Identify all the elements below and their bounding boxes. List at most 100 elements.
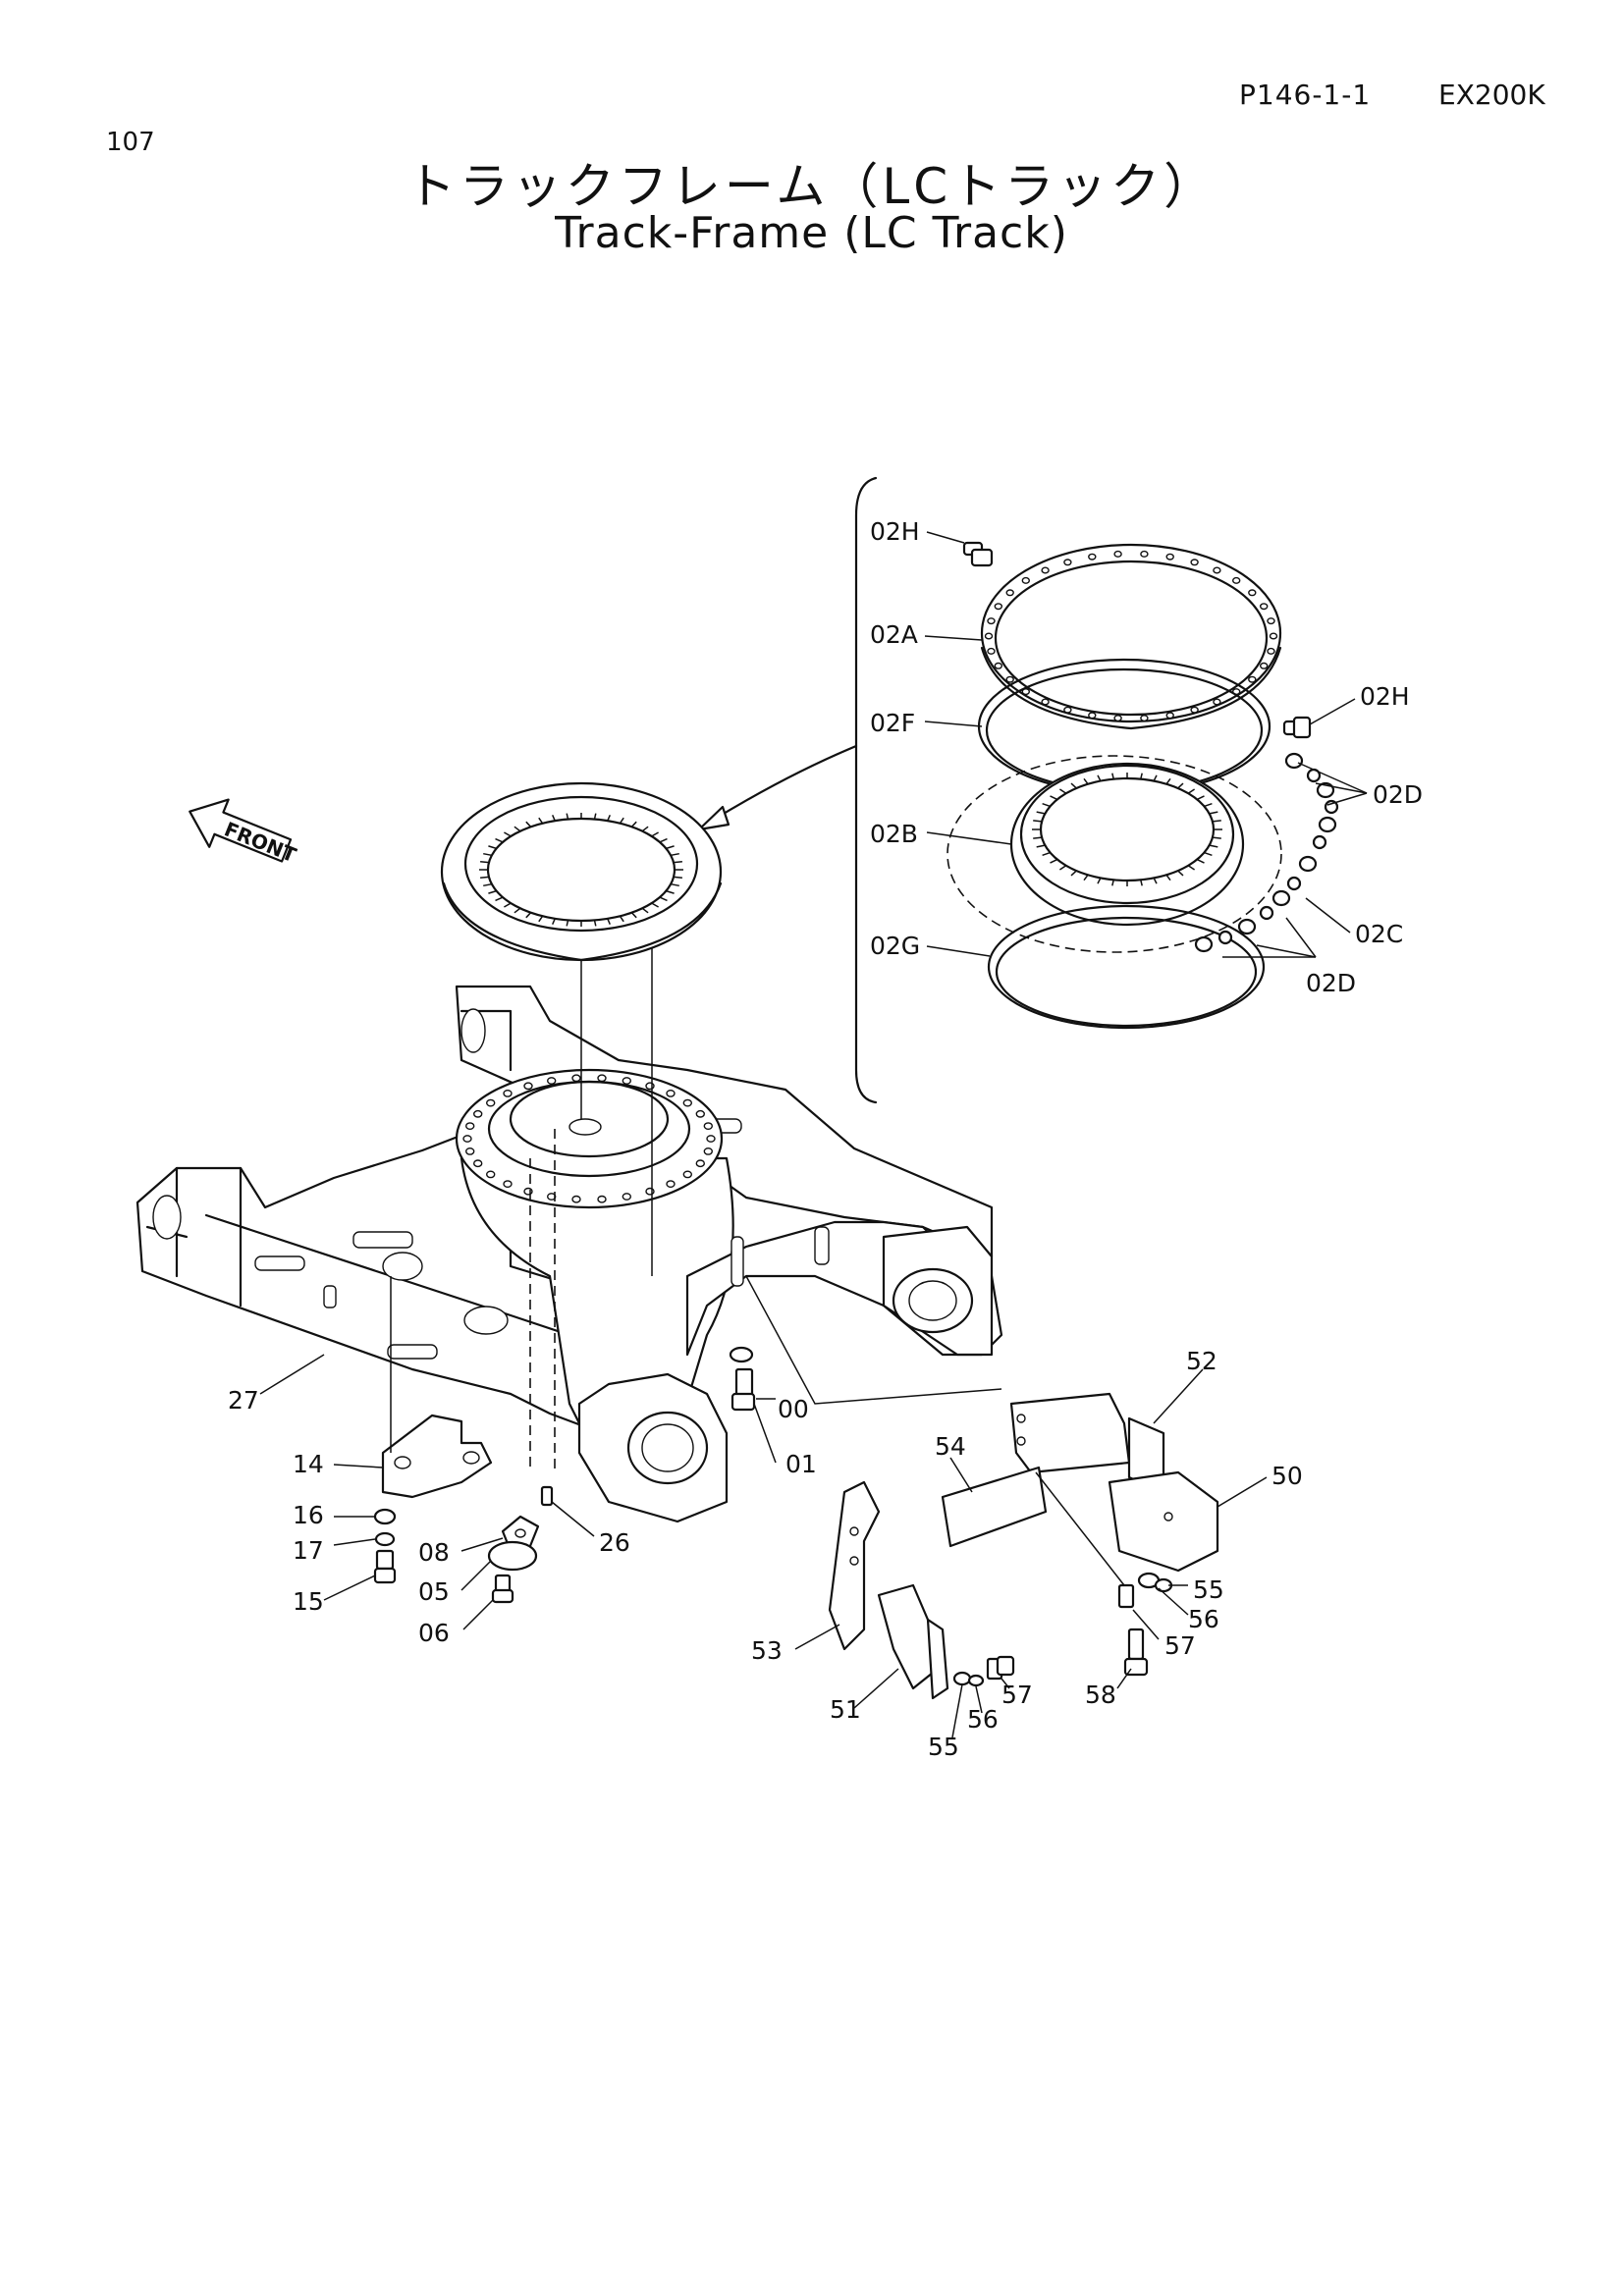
gear-tooth bbox=[566, 813, 569, 820]
gear-tooth bbox=[659, 896, 668, 902]
bolt-hole bbox=[987, 617, 996, 625]
bearing-ball bbox=[1318, 816, 1337, 833]
gear-tooth bbox=[538, 817, 544, 825]
gear-tooth bbox=[538, 915, 544, 923]
gear-tooth bbox=[1042, 851, 1051, 857]
callout-51: 51 bbox=[830, 1695, 861, 1724]
bolt-hole bbox=[1005, 589, 1014, 597]
bolt-hole bbox=[1063, 706, 1072, 714]
bolt-hole bbox=[597, 1074, 607, 1083]
gear-tooth bbox=[1083, 874, 1089, 881]
track-frame-27 bbox=[135, 947, 1003, 1523]
callout-54: 54 bbox=[935, 1432, 966, 1461]
gear-tooth bbox=[1177, 870, 1184, 877]
bolt-hole bbox=[695, 1159, 705, 1168]
front-arrow-label: FRONT bbox=[221, 817, 299, 867]
bolt-hole bbox=[703, 1148, 713, 1155]
bolt-hole bbox=[645, 1082, 655, 1091]
gear-tooth bbox=[1140, 773, 1143, 779]
callout-02D-lower: 02D bbox=[1306, 969, 1356, 997]
gear-tooth bbox=[483, 852, 492, 857]
bearing-ball bbox=[1298, 855, 1318, 873]
gear-tooth bbox=[630, 912, 637, 919]
gear-tooth bbox=[1212, 820, 1221, 823]
callout-02H-right: 02H bbox=[1360, 682, 1410, 711]
gear-tooth bbox=[1111, 773, 1114, 779]
slewing-bearing-icon bbox=[440, 781, 723, 962]
bolt-hole bbox=[503, 1090, 513, 1097]
callout-50: 50 bbox=[1271, 1462, 1303, 1490]
gear-tooth bbox=[641, 826, 649, 832]
bolts-57-58-right bbox=[1117, 1583, 1149, 1677]
bolt-hole bbox=[547, 1077, 557, 1085]
gear-tooth bbox=[593, 813, 597, 820]
gear-tooth bbox=[1042, 802, 1051, 808]
bolt-hole bbox=[682, 1170, 692, 1179]
bolt-hole bbox=[1113, 715, 1122, 722]
callout-55-right: 55 bbox=[1193, 1575, 1224, 1604]
callout-02A: 02A bbox=[870, 620, 918, 649]
leader-lines-main bbox=[259, 1354, 1268, 1738]
support-bracket-14 bbox=[381, 1276, 493, 1499]
bearing-ball bbox=[1237, 918, 1257, 935]
bolt-hole bbox=[1041, 566, 1050, 574]
gear-tooth bbox=[1165, 874, 1171, 881]
seal-02G bbox=[987, 904, 1266, 1030]
bolt-hole bbox=[465, 1148, 475, 1155]
gear-tooth bbox=[619, 817, 624, 825]
bolt-hole bbox=[622, 1077, 631, 1085]
bolt-hole bbox=[597, 1195, 607, 1203]
grease-fitting-02H-right bbox=[1282, 716, 1312, 739]
bolt-hole bbox=[1213, 698, 1221, 706]
gear-tooth bbox=[607, 815, 611, 822]
gear-tooth bbox=[641, 907, 649, 914]
plug-26 bbox=[540, 1485, 554, 1507]
bolt-hole bbox=[503, 1180, 513, 1189]
gear-tooth bbox=[1204, 851, 1213, 857]
page-number: 107 bbox=[106, 128, 155, 157]
page-title-japanese: トラックフレーム（LCトラック） bbox=[406, 158, 1217, 215]
leader-lines-detail bbox=[924, 531, 1368, 958]
bolt-15 bbox=[373, 1549, 397, 1584]
callout-53: 53 bbox=[751, 1636, 783, 1665]
gear-tooth bbox=[1050, 858, 1058, 864]
gear-tooth bbox=[483, 882, 492, 887]
bolt-hole bbox=[666, 1090, 676, 1097]
bearing-ball bbox=[1316, 781, 1335, 799]
gear-tooth bbox=[495, 896, 504, 902]
cover-51 bbox=[877, 1583, 949, 1700]
gear-tooth bbox=[504, 831, 512, 837]
callout-00: 00 bbox=[778, 1395, 809, 1423]
gear-tooth bbox=[673, 876, 682, 880]
gear-tooth bbox=[1187, 788, 1196, 794]
bolt-hole bbox=[523, 1082, 533, 1091]
gear-tooth bbox=[552, 918, 556, 925]
callout-17: 17 bbox=[293, 1536, 324, 1565]
gear-tooth bbox=[1050, 795, 1058, 801]
bolt-hole bbox=[1267, 617, 1275, 625]
model-name: EX200K bbox=[1438, 79, 1545, 111]
detail-pointer-arrow bbox=[707, 744, 858, 825]
bolt-hole bbox=[486, 1098, 496, 1107]
bolt-hole bbox=[473, 1159, 483, 1168]
gear-tooth bbox=[619, 915, 624, 923]
bolt-hole bbox=[1231, 576, 1241, 584]
cover-05 bbox=[487, 1540, 538, 1572]
bearing-ball bbox=[1312, 834, 1327, 850]
bolt-hole bbox=[1140, 550, 1149, 558]
bolt-hole bbox=[622, 1193, 631, 1201]
gear-tooth bbox=[1196, 858, 1205, 864]
bolt-hole bbox=[1021, 576, 1031, 584]
callout-05: 05 bbox=[418, 1577, 450, 1606]
grease-fitting-02H-top bbox=[962, 541, 994, 567]
bolt-hole bbox=[1248, 589, 1257, 597]
callout-02C: 02C bbox=[1355, 920, 1403, 948]
bearing-ball bbox=[1271, 889, 1291, 907]
bolt-hole bbox=[1165, 712, 1174, 720]
gear-tooth bbox=[1036, 811, 1046, 815]
bolt-hole bbox=[1165, 553, 1174, 561]
callout-08: 08 bbox=[418, 1538, 450, 1567]
gear-tooth bbox=[659, 837, 668, 843]
gear-tooth bbox=[1058, 865, 1067, 871]
callout-57-bottom: 57 bbox=[1001, 1681, 1033, 1709]
